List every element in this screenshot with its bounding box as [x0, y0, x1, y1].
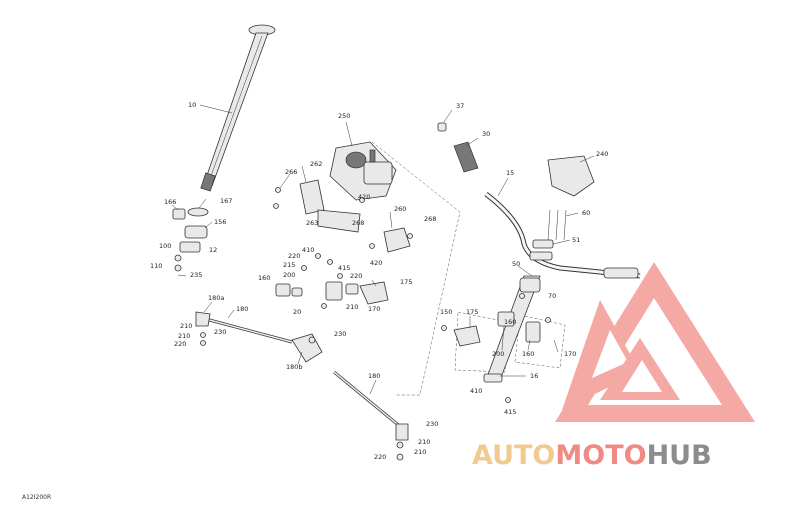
steering-assist-module: [329, 141, 397, 201]
label-220b: 220: [350, 272, 362, 280]
label-16: 16: [530, 372, 538, 380]
label-215: 215: [283, 261, 295, 269]
label-110: 110: [150, 262, 162, 270]
steering-column: [441, 275, 551, 403]
label-263: 263: [306, 219, 318, 227]
handlebar: [484, 192, 641, 279]
watermark-hub: HUB: [647, 440, 712, 471]
leader-lines: [171, 104, 595, 395]
svg-text:AUTOMOTOHUB: AUTOMOTOHUB: [472, 440, 712, 471]
diagram-reference-code: A12I200R: [22, 494, 51, 501]
label-175a: 175: [400, 278, 412, 286]
label-12: 12: [209, 246, 217, 254]
label-410b: 410: [470, 387, 482, 395]
group-box-steering-module: [371, 141, 461, 396]
label-200a: 200: [283, 271, 295, 279]
label-50: 50: [512, 260, 520, 268]
label-160a: 160: [258, 274, 270, 282]
label-250: 250: [338, 112, 350, 120]
label-180c: 180: [368, 372, 380, 380]
group-box-steering-mounts: [454, 311, 509, 373]
tie-rod-left: [195, 311, 293, 346]
label-150: 150: [440, 308, 452, 316]
label-230a: 230: [214, 328, 226, 336]
handlebar-cover: [547, 155, 595, 197]
label-200b: 200: [492, 350, 504, 358]
label-240: 240: [596, 150, 608, 158]
label-15: 15: [506, 169, 514, 177]
label-100: 100: [159, 242, 171, 250]
steering-shaft: [200, 24, 276, 192]
label-70: 70: [548, 292, 556, 300]
label-175b: 175: [466, 308, 478, 316]
handlebar-clamps: [529, 209, 567, 261]
tie-rod-right: [333, 370, 409, 461]
label-180: 180: [236, 305, 248, 313]
label-420a: 420: [358, 193, 370, 201]
label-60: 60: [582, 209, 590, 217]
label-210a: 210: [346, 303, 358, 311]
label-20: 20: [293, 308, 301, 316]
watermark-moto: MOTO: [555, 440, 646, 471]
pitman-arm: [291, 333, 323, 363]
label-415a: 415: [338, 264, 350, 272]
label-230b: 230: [334, 330, 346, 338]
automotohub-watermark: AUTOMOTOHUB: [472, 440, 712, 471]
label-220c: 220: [174, 340, 186, 348]
label-235: 235: [190, 271, 202, 279]
label-160b: 160: [504, 318, 516, 326]
label-210c: 210: [178, 332, 190, 340]
label-260: 260: [394, 205, 406, 213]
label-170a: 170: [368, 305, 380, 313]
handlebar-grip: [437, 122, 479, 173]
label-10: 10: [188, 101, 196, 109]
callout-labels: 10 166 167 156 100 12 110 235 250 262 26…: [150, 101, 608, 461]
label-30: 30: [482, 130, 490, 138]
label-37: 37: [456, 102, 464, 110]
label-415b: 415: [504, 408, 516, 416]
label-170b: 170: [564, 350, 576, 358]
label-166: 166: [164, 198, 176, 206]
label-51: 51: [572, 236, 580, 244]
lower-bracket-cluster: [275, 253, 389, 309]
label-410a: 410: [302, 246, 314, 254]
label-220d: 220: [374, 453, 386, 461]
label-262: 262: [310, 160, 322, 168]
automotohub-logo-icon: [555, 262, 755, 422]
label-210d: 210: [418, 438, 430, 446]
label-180a: 180a: [208, 294, 224, 302]
watermark-auto: AUTO: [472, 440, 555, 471]
label-210b: 210: [180, 322, 192, 330]
label-167: 167: [220, 197, 232, 205]
label-210e: 210: [414, 448, 426, 456]
label-268b: 268: [424, 215, 436, 223]
label-180b: 180b: [286, 363, 303, 371]
label-156: 156: [214, 218, 226, 226]
module-brackets: [273, 179, 413, 253]
label-266: 266: [285, 168, 297, 176]
label-230c: 230: [426, 420, 438, 428]
label-220a: 220: [288, 252, 300, 260]
label-160c: 160: [522, 350, 534, 358]
label-420b: 420: [370, 259, 382, 267]
lower-shaft-parts: [172, 207, 209, 277]
label-268a: 268: [352, 219, 364, 227]
